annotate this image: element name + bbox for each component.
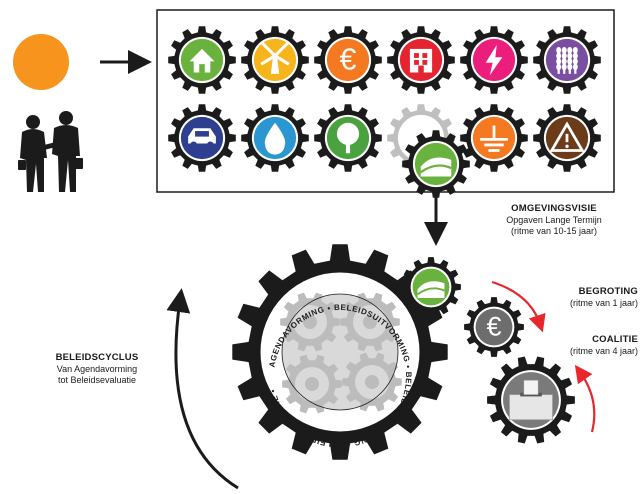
theme-gear-lightning	[460, 26, 528, 94]
coalitie-line1: (ritme van 4 jaar)	[569, 345, 638, 356]
theme-gear-wheat	[533, 26, 601, 94]
begroting-line1: (ritme van 1 jaar)	[569, 297, 638, 308]
house-icon	[189, 48, 215, 73]
euro-chain-gear: €	[464, 297, 524, 357]
water-drop-icon	[264, 122, 286, 155]
begroting-label: BEGROTING (ritme van 1 jaar)	[540, 286, 638, 309]
landscape-icon	[420, 157, 452, 177]
euro-icon: €	[340, 43, 357, 77]
themes-box	[156, 9, 615, 193]
inner-gear	[342, 352, 402, 412]
landscape-gear	[402, 130, 470, 198]
begroting-title: BEGROTING	[578, 286, 638, 297]
inner-gear	[280, 292, 340, 352]
ground-icon	[480, 125, 508, 152]
landscape-icon	[416, 281, 445, 299]
big-policy-gear	[232, 244, 448, 460]
windmill-icon	[260, 40, 290, 74]
coalitie-title: COALITIE	[592, 334, 638, 345]
theme-gear-ground	[460, 104, 528, 172]
cycle-arrow	[166, 288, 239, 490]
beleidscyclus-line1: Van Agendavorming	[56, 363, 138, 374]
theme-gear-euro: €	[314, 26, 382, 94]
theme-gear-water-drop	[241, 104, 309, 172]
theme-gear-car	[168, 104, 236, 172]
theme-gear-warning	[533, 104, 601, 172]
theme-gear-tree	[314, 104, 382, 172]
euro-icon: €	[487, 312, 502, 342]
omgevingsvisie-label: OMGEVINGSVISIE Opgaven Lange Termijn (ri…	[488, 203, 620, 237]
omgevingsvisie-line2: (ritme van 10-15 jaar)	[510, 226, 598, 237]
ballot-box-icon	[509, 379, 553, 421]
omgevingsvisie-line1: Opgaven Lange Termijn	[506, 214, 602, 225]
coalitie-arrow	[574, 364, 596, 433]
sun-icon	[13, 34, 69, 90]
theme-gear-building	[387, 26, 455, 94]
inner-gear	[340, 292, 400, 352]
wheat-icon	[556, 46, 578, 74]
begroting-arrow	[491, 280, 546, 333]
svg-text:€: €	[340, 43, 357, 77]
tree-icon	[336, 122, 360, 154]
beleidscyclus-line2: tot Beleidsevaluatie	[57, 375, 137, 386]
landscape-gear-omgevingsvisie	[402, 130, 470, 198]
omgevingsvisie-title: OMGEVINGSVISIE	[511, 203, 597, 214]
coalitie-label: COALITIE (ritme van 4 jaar)	[540, 334, 638, 357]
theme-gear-windmill	[241, 26, 309, 94]
inner-gear	[282, 354, 342, 414]
handshake-people-icon	[18, 111, 83, 192]
beleidscyclus-title: BELEIDSCYCLUS	[55, 352, 139, 363]
theme-gear-house	[168, 26, 236, 94]
warning-icon	[549, 121, 585, 152]
beleidscyclus-label: BELEIDSCYCLUS Van Agendavorming tot Bele…	[38, 352, 156, 386]
car-icon	[188, 128, 216, 149]
theme-gears: €	[168, 26, 601, 172]
svg-text:€: €	[487, 312, 502, 342]
landscape-chain-gear	[401, 257, 461, 317]
lightning-icon	[485, 44, 503, 76]
ballot-chain-gear	[487, 356, 575, 444]
building-icon	[409, 48, 433, 73]
chain-gears: €	[401, 257, 575, 444]
